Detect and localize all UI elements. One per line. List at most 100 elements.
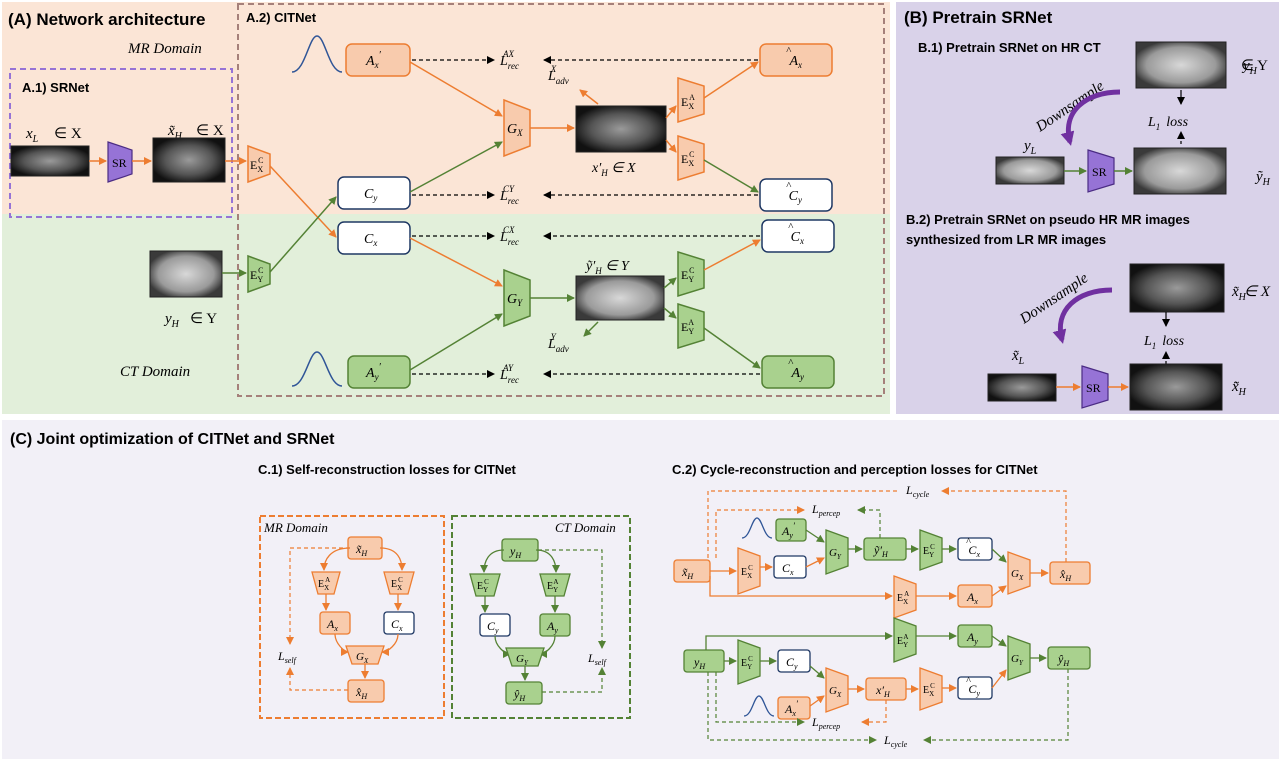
svg-text:Cy: Cy (487, 619, 499, 635)
gaussian-prior-ct (291, 351, 343, 387)
svg-text:GX: GX (1011, 568, 1024, 582)
c1-encoder-ey-a (539, 573, 571, 597)
svg-text:GY: GY (516, 653, 529, 667)
b2-title-line2: synthesized from LR MR images (906, 232, 1106, 247)
c1-title: C.1) Self-reconstruction losses for CITN… (258, 462, 517, 477)
svg-text:SR: SR (1086, 381, 1101, 395)
c1-mr-domain-box (259, 515, 445, 719)
c2-encoder-ex-c (737, 547, 761, 595)
svg-text:Ay′: Ay′ (781, 521, 796, 540)
svg-text:yH: yH (509, 544, 522, 560)
svg-text:Cx: Cx (364, 232, 377, 248)
svg-text:GY: GY (1011, 653, 1024, 667)
c2-encoder-ey-c-lower (737, 639, 761, 685)
svg-text:∈ Y: ∈ Y (1241, 58, 1268, 74)
svg-text:∈ X: ∈ X (54, 126, 82, 142)
svg-text:Cx: Cx (782, 561, 794, 577)
c2-x-h-hat (1049, 561, 1091, 585)
b1-title: B.1) Pretrain SRNet on HR CT (918, 40, 1101, 55)
panel-b-title: (B) Pretrain SRNet (904, 8, 1053, 27)
svg-text:Cx^: Cx^ (966, 537, 980, 559)
loss-rec-ax: LrecAX (499, 49, 519, 71)
x-l-label: xL ∈ X (25, 126, 82, 145)
c2-generator-g-x-top (1007, 551, 1031, 595)
svg-text:Cy^: Cy^ (966, 676, 980, 698)
svg-text:Ay′: Ay′ (365, 362, 382, 382)
b2-x-h-tilde-label: x̃H ∈ X (1231, 284, 1271, 303)
svg-text:Cx^: Cx^ (788, 221, 804, 246)
svg-text:x̃H: x̃H (1231, 284, 1247, 303)
reconstructed-c-y (759, 178, 833, 212)
mr-domain-label: MR Domain (127, 41, 202, 57)
translated-ct-image (575, 275, 665, 321)
srnet-box (9, 68, 233, 218)
c1-generator-g-y (505, 647, 545, 667)
svg-text:x̃H: x̃H (167, 123, 183, 142)
c1-generator-g-x (345, 645, 385, 665)
svg-text:Ay^: Ay^ (788, 357, 804, 382)
svg-text:x̂H: x̂H (1059, 567, 1072, 583)
svg-text:EXC: EXC (681, 150, 694, 168)
x-h-prime-label: x′H ∈ X (591, 161, 636, 178)
b2-lr-mr-image (987, 373, 1057, 402)
svg-text:Ax: Ax (966, 590, 978, 606)
b2-x-h-double-tilde-label: x̃̃H (1231, 379, 1247, 398)
b2-title-line1: B.2) Pretrain SRNet on pseudo HR MR imag… (906, 212, 1190, 227)
encoder-ey-a (677, 302, 705, 350)
b2-sr-network (1081, 365, 1109, 409)
c2-encoder-ey-c (919, 529, 943, 571)
svg-text:EYA: EYA (547, 578, 558, 594)
encoder-ex-a (677, 76, 705, 124)
c1-l-self-ct: Lself (587, 651, 608, 667)
translated-mr-image (575, 105, 667, 153)
b1-sr-ct-image (1133, 147, 1227, 195)
sr-mr-image (152, 137, 226, 183)
content-c-y (337, 176, 411, 210)
c1-ct-domain-box (451, 515, 631, 719)
svg-text:SR: SR (1092, 165, 1107, 179)
svg-text:EXC: EXC (741, 564, 753, 580)
svg-text:EXA: EXA (681, 93, 695, 111)
svg-text:Cy^: Cy^ (786, 180, 802, 205)
b1-y-h-label: yH ∈ Y (1241, 58, 1268, 77)
c2-l-percep-top: Lpercep (811, 502, 840, 518)
svg-text:∈ Y: ∈ Y (190, 311, 217, 327)
encoder-ey-c (247, 254, 271, 294)
c1-encoder-ex-c (383, 571, 415, 595)
b1-sr-network (1087, 149, 1115, 193)
svg-text:Cy: Cy (786, 655, 798, 671)
svg-text:yH: yH (163, 311, 180, 330)
svg-text:Ax: Ax (326, 617, 338, 633)
panel-c-title: (C) Joint optimization of CITNet and SRN… (10, 431, 335, 448)
svg-text:EYC: EYC (741, 655, 753, 671)
reconstructed-c-x (761, 219, 835, 253)
loss-rec-cy: LrecCY (499, 184, 519, 206)
c2-gaussian-top (741, 517, 773, 539)
c1-encoder-ex-a (311, 571, 341, 595)
svg-text:x̂H: x̂H (355, 685, 368, 701)
svg-text:ŷH: ŷH (513, 687, 526, 703)
c2-gaussian-bottom (743, 695, 775, 717)
svg-text:Ax^: Ax^ (786, 45, 802, 70)
ct-domain-label: CT Domain (120, 364, 190, 380)
c1-y-h-hat (505, 681, 543, 705)
loss-rec-cx: LrecCX (499, 225, 519, 247)
svg-text:∈ X: ∈ X (196, 123, 224, 139)
c2-l-cycle-top: Lcycle (905, 483, 930, 499)
svg-text:ỹ′H: ỹ′H (873, 543, 889, 559)
svg-text:EYC: EYC (681, 266, 694, 284)
reconstructed-a-y (761, 355, 835, 389)
encoder-ex-c (247, 144, 271, 184)
attribute-a-y-prime (347, 355, 411, 389)
attribute-a-x-prime (345, 43, 411, 77)
svg-text:GX: GX (829, 685, 842, 699)
c2-l-cycle-bottom: Lcycle (883, 733, 908, 749)
svg-text:yH: yH (693, 655, 706, 671)
svg-text:EXC: EXC (250, 156, 263, 174)
svg-text:yH: yH (1241, 58, 1258, 77)
b2-x-l-tilde-label: x̃L (1011, 348, 1025, 367)
